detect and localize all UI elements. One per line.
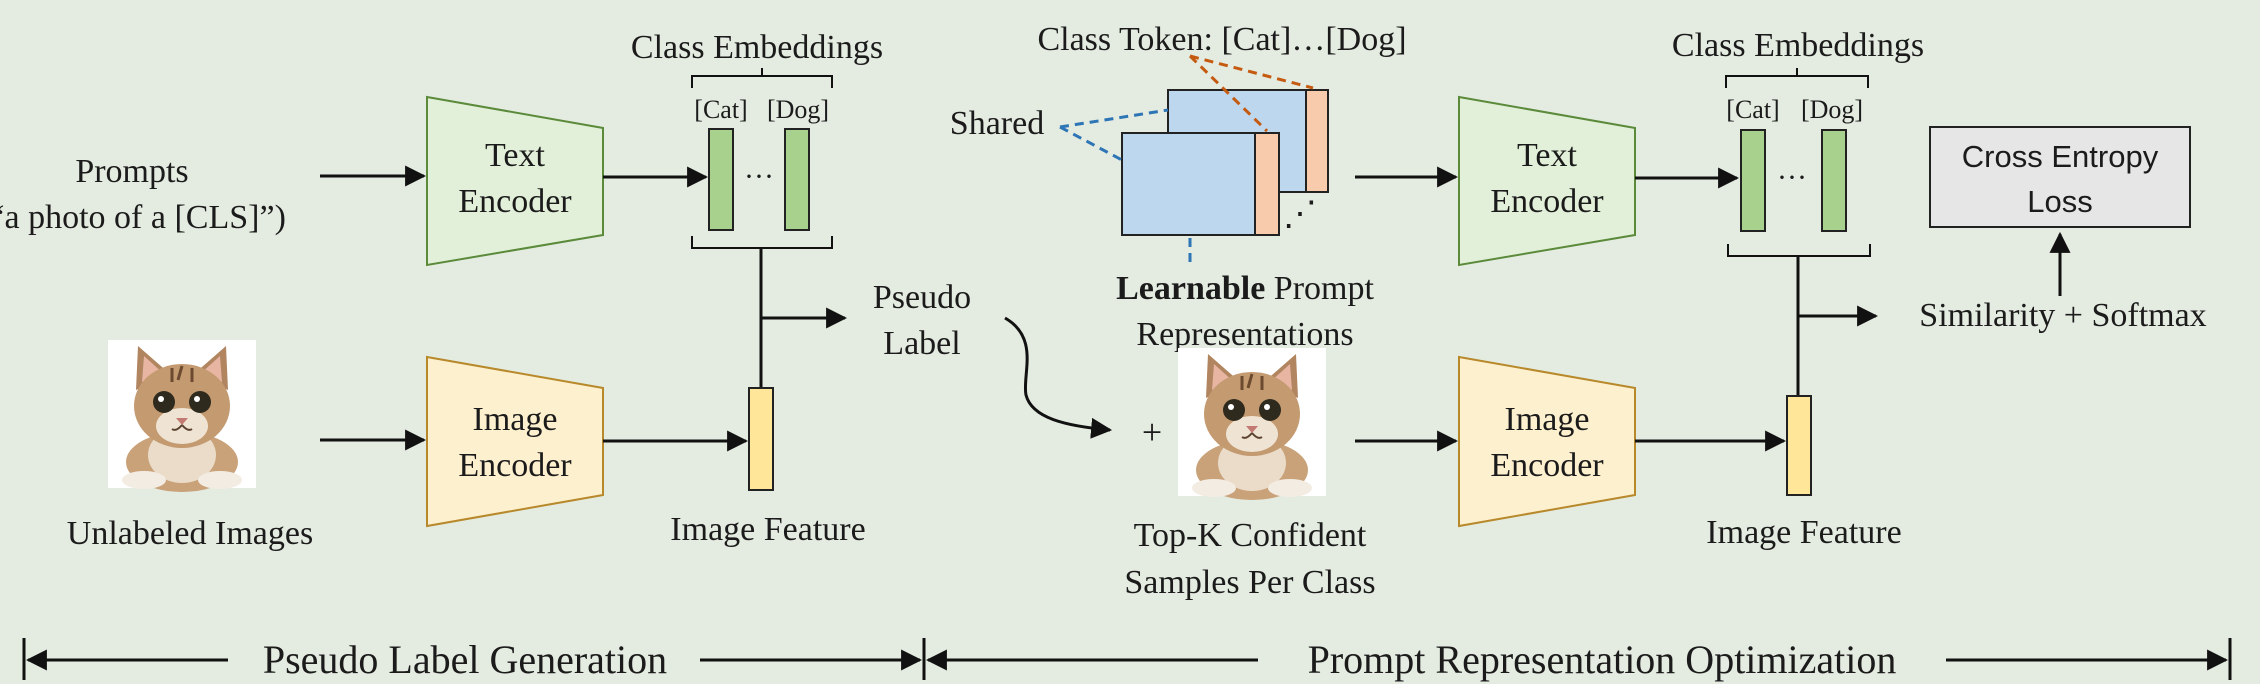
image-encoder-left-label-1: Image: [473, 401, 558, 438]
shared-dashed-lines: [1059, 108, 1192, 262]
text-encoder-right-label-1: Text: [1517, 137, 1577, 174]
embedding-ellipsis-right: ···: [1777, 161, 1807, 194]
class-embeddings-right-bottom-bracket: [1727, 244, 1871, 257]
plus-sign: +: [1142, 412, 1162, 452]
text-encoder-left-label-2: Encoder: [458, 183, 572, 220]
prompts-label: Prompts: [75, 153, 188, 190]
class-embeddings-left-bottom-bracket: [691, 236, 833, 249]
image-encoder-right-label-2: Encoder: [1490, 447, 1604, 484]
cat-embedding-right: [1740, 129, 1766, 232]
image-feature-left: [748, 387, 774, 491]
text-encoder-left: [426, 95, 604, 267]
pseudo-label-line-2: Label: [883, 325, 960, 362]
text-encoder-right-label-2: Encoder: [1490, 183, 1604, 220]
representations-label: Representations: [1136, 316, 1353, 353]
image-feature-right-label: Image Feature: [1706, 514, 1901, 551]
class-token-back-cell: [1305, 89, 1329, 193]
image-encoder-right-label-1: Image: [1505, 401, 1590, 438]
learnable-bold-text: Learnable: [1116, 270, 1265, 307]
pseudo-label-line-1: Pseudo: [873, 279, 971, 316]
dog-embedding-right: [1821, 129, 1847, 232]
image-encoder-left-label-2: Encoder: [458, 447, 572, 484]
unlabeled-images-label: Unlabeled Images: [67, 515, 313, 552]
dog-token-left: [Dog]: [767, 95, 829, 124]
class-token-label: Class Token: [Cat]…[Dog]: [1037, 21, 1406, 58]
class-embeddings-right-top-bracket: [1725, 68, 1869, 88]
topk-label-line-1: Top-K Confident: [1134, 517, 1367, 554]
prompt-front-card: [1121, 132, 1256, 236]
image-encoder-right: [1458, 355, 1636, 528]
topk-label-line-2: Samples Per Class: [1124, 564, 1375, 601]
dog-token-right: [Dog]: [1801, 95, 1863, 124]
confident-cat-sample: [1176, 346, 1328, 502]
image-feature-right: [1786, 395, 1812, 496]
prompt-stack-ellipsis: ⋰: [1283, 196, 1317, 233]
class-embeddings-right-label: Class Embeddings: [1672, 27, 1924, 64]
embedding-ellipsis-left: ···: [744, 160, 774, 193]
image-feature-left-label: Image Feature: [670, 511, 865, 548]
shared-label: Shared: [950, 105, 1044, 142]
stage1-label: Pseudo Label Generation: [263, 637, 667, 682]
dog-embedding-left: [784, 128, 810, 231]
class-token-front-cell: [1254, 132, 1280, 236]
class-embeddings-left-top-bracket: [691, 68, 833, 88]
cat-embedding-left: [708, 128, 734, 231]
cat-token-right: [Cat]: [1726, 95, 1779, 124]
loss-label-line-2: Loss: [2027, 184, 2092, 219]
loss-label-line-1: Cross Entropy: [1962, 139, 2159, 174]
text-encoder-right: [1458, 95, 1636, 267]
image-encoder-left: [426, 355, 604, 528]
cross-entropy-loss-box: [1929, 126, 2191, 228]
text-encoder-left-label-1: Text: [485, 137, 545, 174]
class-embeddings-left-label: Class Embeddings: [631, 29, 883, 66]
class-token-dashed-lines: [1188, 54, 1314, 133]
similarity-softmax-label: Similarity + Softmax: [1919, 297, 2206, 334]
unlabeled-cat-image: [106, 338, 258, 494]
learnable-prompt-label: Learnable Prompt: [1116, 270, 1374, 307]
stage2-label: Prompt Representation Optimization: [1308, 637, 1897, 682]
prompts-template: (“a photo of a [CLS]”): [0, 199, 286, 236]
learnable-rest-text: Prompt: [1265, 270, 1374, 307]
pseudo-label-to-samples-arrow: [1004, 316, 1113, 439]
cat-token-left: [Cat]: [694, 95, 747, 124]
